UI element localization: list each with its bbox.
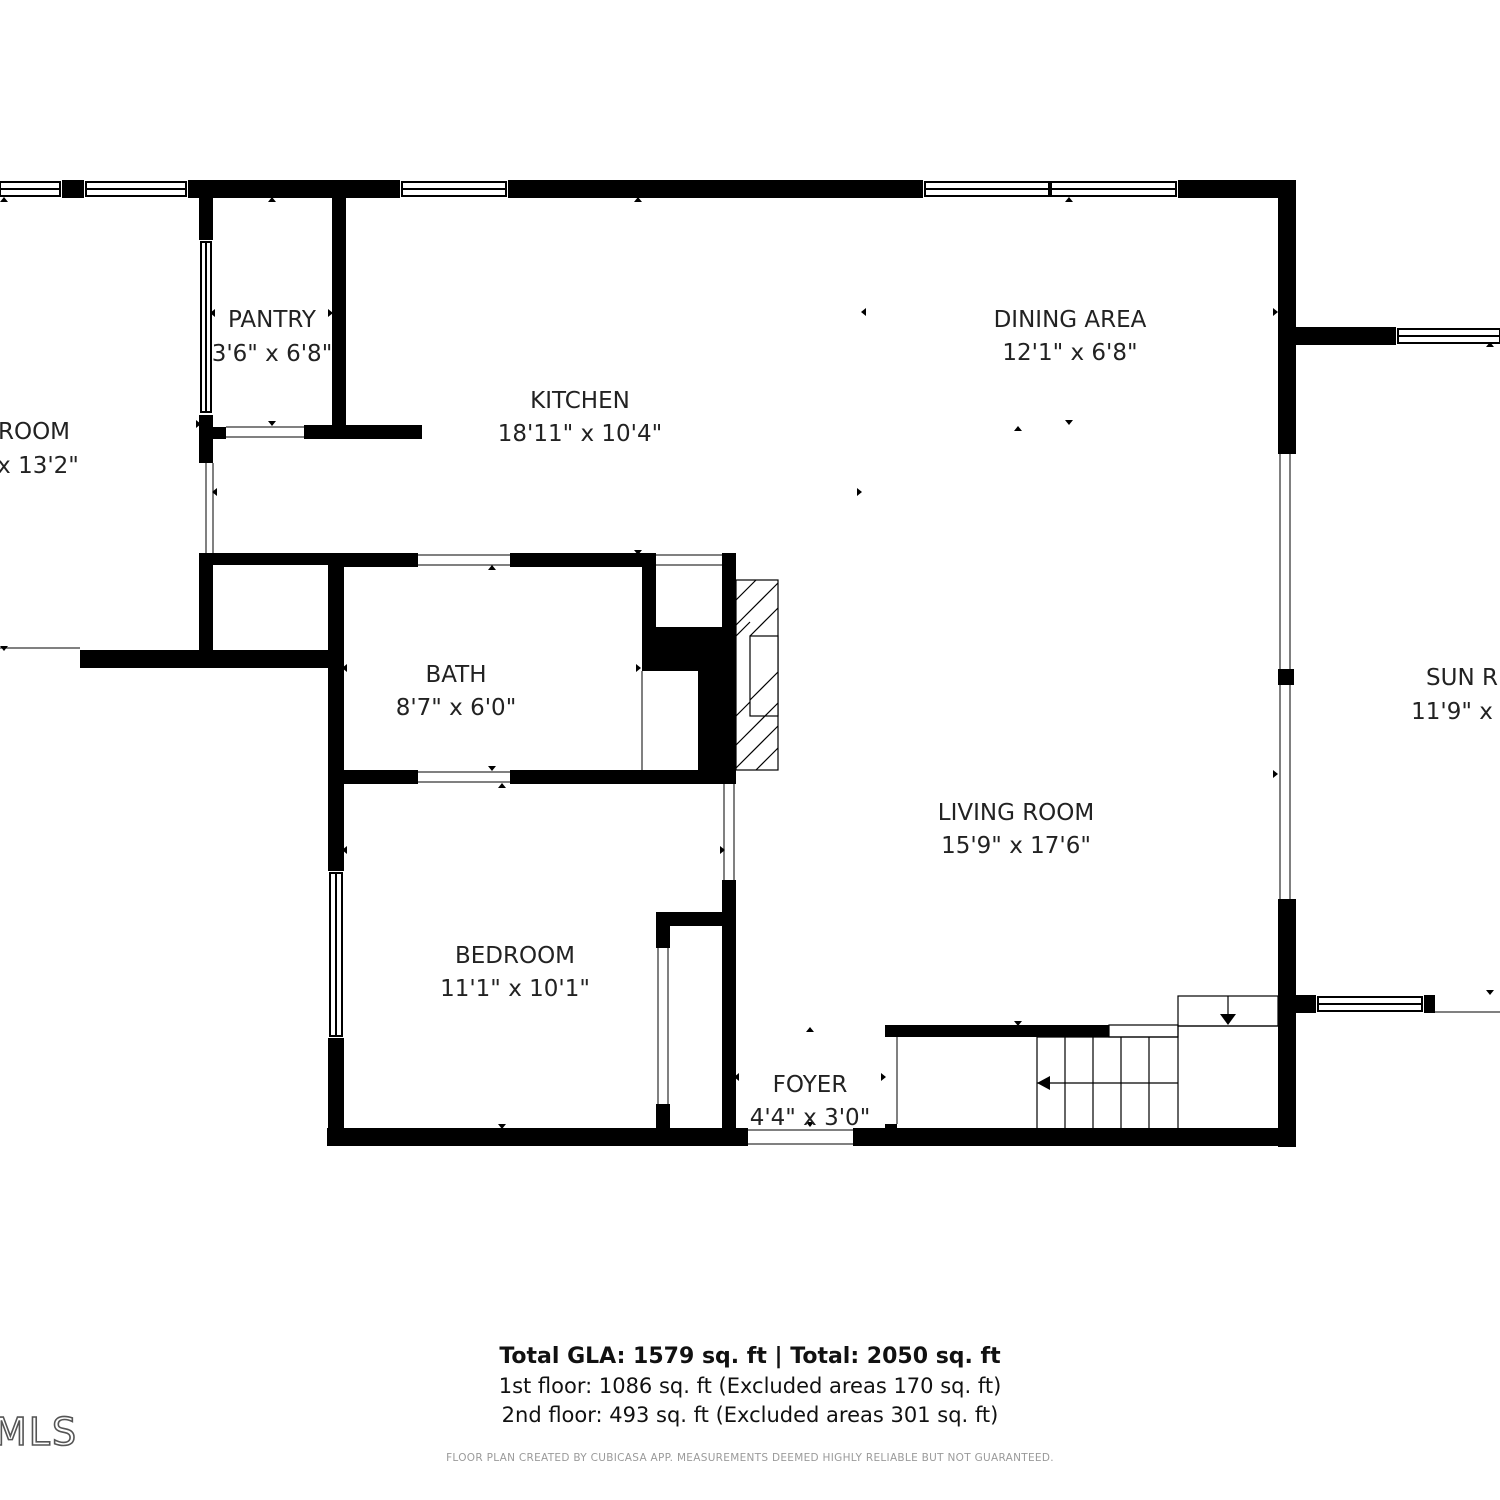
- dining-dims: 12'1" x 6'8": [1002, 340, 1137, 366]
- bath-name: BATH: [425, 662, 486, 688]
- sunroom-name: SUN R: [1426, 665, 1498, 691]
- left-room-name: ROOM: [0, 419, 70, 445]
- mls-watermark: MLS: [0, 1409, 79, 1455]
- stairs: [1036, 995, 1279, 1128]
- kitchen-name: KITCHEN: [530, 388, 630, 414]
- dining-name: DINING AREA: [994, 307, 1147, 333]
- pantry-name: PANTRY: [228, 307, 317, 333]
- fireplace: [735, 579, 779, 771]
- kitchen-dims: 18'11" x 10'4": [498, 421, 662, 447]
- bedroom-name: BEDROOM: [455, 943, 575, 969]
- openings: [0, 426, 1500, 1145]
- walls: [62, 180, 1435, 1147]
- dimension-markers: [0, 197, 1494, 1129]
- first-floor-area: 1st floor: 1086 sq. ft (Excluded areas 1…: [498, 1374, 1002, 1398]
- second-floor-area: 2nd floor: 493 sq. ft (Excluded areas 30…: [501, 1403, 999, 1427]
- foyer-name: FOYER: [773, 1072, 848, 1098]
- stair-arrows: [1037, 1014, 1236, 1090]
- foyer-dims: 4'4" x 3'0": [750, 1105, 871, 1131]
- living-name: LIVING ROOM: [938, 800, 1095, 826]
- total-area: Total GLA: 1579 sq. ft | Total: 2050 sq.…: [499, 1344, 1001, 1369]
- left-room-dims: x 13'2": [0, 453, 79, 479]
- living-dims: 15'9" x 17'6": [941, 833, 1091, 859]
- disclaimer: FLOOR PLAN CREATED BY CUBICASA APP. MEAS…: [446, 1452, 1054, 1464]
- windows: [0, 181, 1500, 1037]
- room-labels: ROOM x 13'2" PANTRY 3'6" x 6'8" KITCHEN …: [0, 307, 1498, 1131]
- bedroom-dims: 11'1" x 10'1": [440, 976, 590, 1002]
- pantry-dims: 3'6" x 6'8": [212, 341, 333, 367]
- sunroom-dims: 11'9" x: [1411, 699, 1493, 725]
- bath-dims: 8'7" x 6'0": [396, 695, 517, 721]
